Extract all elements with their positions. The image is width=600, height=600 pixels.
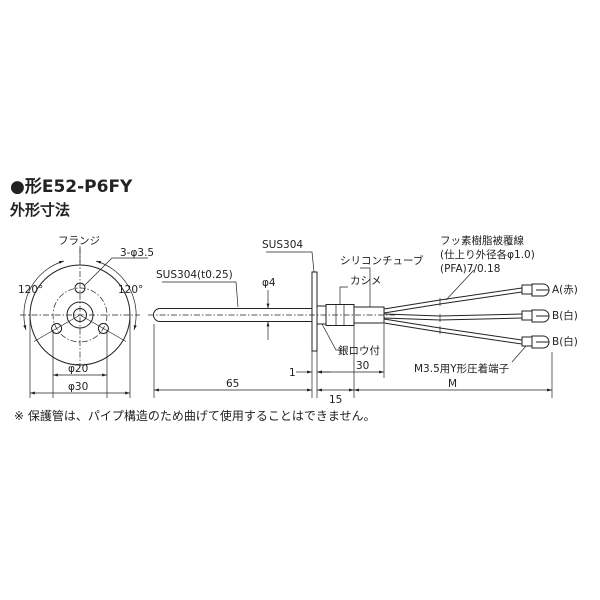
terminal-type-label: M3.5用Y形圧着端子 xyxy=(414,362,509,375)
silicone-tube-label: シリコンチューブ xyxy=(340,254,424,267)
wire-b2-inner xyxy=(383,322,523,345)
wire-a-inner xyxy=(383,291,523,314)
terminal-b2-label: B(白) xyxy=(552,335,578,348)
wire-b1-inner xyxy=(383,317,523,321)
footnote: ※ 保護管は、パイプ構造のため曲げて使用することはできません。 xyxy=(14,408,376,423)
brazed-leader xyxy=(321,323,346,351)
wire-spec-leader xyxy=(445,269,475,301)
flange-label: フランジ xyxy=(58,235,100,247)
bolt-hole-top xyxy=(74,282,86,294)
radial-line-left xyxy=(33,314,81,342)
dim-30-label: 30 xyxy=(356,360,369,372)
center-tube xyxy=(73,308,87,322)
lead-wires: フッ素樹脂被覆線 (仕上り外径各φ1.0) (PFA)7/0.18 A(赤) B… xyxy=(383,234,578,375)
angle-arc-left xyxy=(23,260,65,331)
terminal-a-label: A(赤) xyxy=(552,284,578,296)
flange-material-leader xyxy=(266,251,315,273)
terminal-b2 xyxy=(521,335,550,349)
silicone-tube-leader xyxy=(360,267,371,307)
tube-material-leader xyxy=(162,281,239,308)
dim-m-label: M xyxy=(448,378,457,390)
wire-title-label: フッ素樹脂被覆線 xyxy=(440,234,524,247)
protection-tube xyxy=(153,308,312,322)
radial-line-right xyxy=(79,314,127,342)
wire-a-outer xyxy=(383,287,523,310)
wire-spec-label: (PFA)7/0.18 xyxy=(440,263,500,275)
wire-b2-outer xyxy=(383,318,523,341)
drawing-subtitle: 外形寸法 xyxy=(9,201,70,219)
terminal-b1 xyxy=(521,309,550,323)
crimp-leader xyxy=(339,286,348,305)
angle-left-label: 120° xyxy=(18,284,43,296)
flange-plate xyxy=(311,271,318,352)
drawing-title: ●形E52-P6FY xyxy=(10,176,133,197)
dim-15-label: 15 xyxy=(329,394,342,406)
holes-label: 3-φ3.5 xyxy=(120,247,154,259)
dim-1-label: 1 xyxy=(289,367,296,379)
center-bore xyxy=(66,301,94,329)
silicone-tube xyxy=(353,306,385,324)
tube-material-label: SUS304(t0.25) xyxy=(156,269,233,281)
terminal-a xyxy=(521,283,550,297)
crimp-label: カシメ xyxy=(350,275,382,287)
angle-arc-right xyxy=(95,260,137,331)
dim-phi30-label: φ30 xyxy=(68,381,88,393)
holes-leader xyxy=(83,257,148,287)
dim-phi20-label: φ20 xyxy=(68,363,88,375)
brazed-label: 銀ロウ付 xyxy=(338,344,380,357)
angle-right-label: 120° xyxy=(118,284,143,296)
terminal-b1-label: B(白) xyxy=(552,309,578,322)
terminal-type-leader xyxy=(511,345,527,363)
dim-65-label: 65 xyxy=(226,378,239,390)
wire-diameter-label: (仕上り外径各φ1.0) xyxy=(440,248,535,261)
flange-front-view: フランジ 3-φ3.5 120° 120° φ20 φ30 xyxy=(18,235,154,398)
dim-phi4-label: φ4 xyxy=(262,277,276,289)
wire-b1-outer xyxy=(383,313,523,317)
probe-side-view: φ4 SUS304(t0.25) SUS304 シリコンチューブ カシメ 銀ロウ… xyxy=(148,239,553,406)
flange-material-label: SUS304 xyxy=(262,239,303,251)
